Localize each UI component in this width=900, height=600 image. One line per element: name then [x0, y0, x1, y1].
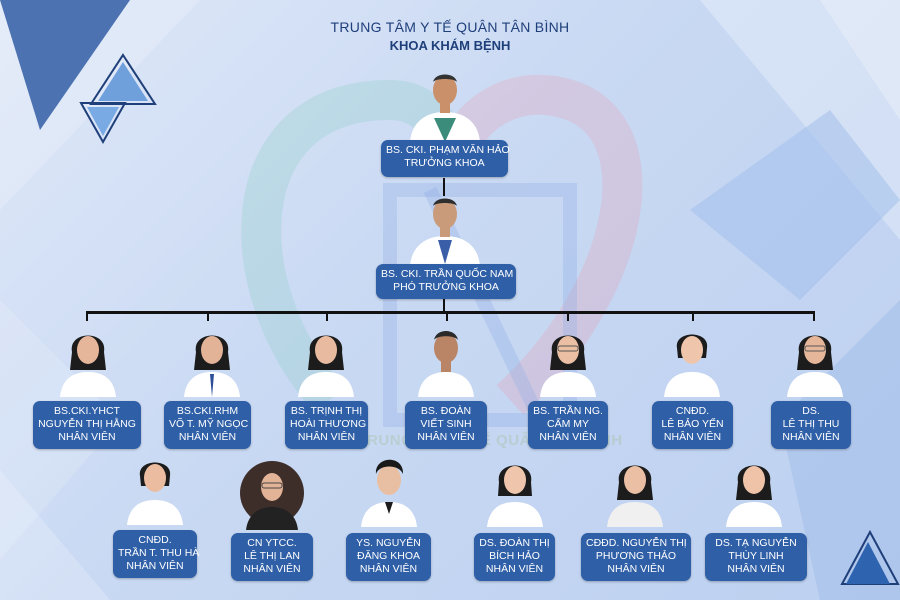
staff-title: BS. ĐOÀN: [420, 405, 472, 417]
staff-role: NHÂN VIÊN: [243, 563, 301, 575]
head-name: BS. CKI. PHẠM VĂN HẢO: [386, 144, 510, 156]
staff-label: CĐĐD. NGUYỄN THỊ PHƯƠNG THẢO NHÂN VIÊN: [581, 533, 691, 581]
staff-title: CĐĐD. NGUYỄN THỊ: [586, 537, 687, 549]
staff-photo: [418, 331, 474, 397]
staff-role: NHÂN VIÊN: [58, 431, 116, 443]
head-role: TRƯỞNG KHOA: [404, 157, 485, 169]
staff-photo: [664, 334, 720, 397]
staff-name: LÊ BẢO YẾN: [661, 418, 724, 430]
staff-photo: [184, 335, 240, 397]
staff-label: BS.CKI.YHCT NGUYỄN THỊ HẰNG NHÂN VIÊN: [33, 401, 141, 449]
center-name: TRUNG TÂM Y TẾ QUÂN TÂN BÌNH: [330, 19, 570, 35]
staff-title: BS. TRẦN NG.: [533, 405, 603, 417]
staff-role: NHÂN VIÊN: [126, 560, 184, 572]
staff-name: LÊ THỊ THU: [782, 418, 840, 430]
staff-name: THÙY LINH: [728, 550, 784, 562]
staff-role: NHÂN VIÊN: [485, 563, 544, 575]
deputy-photo: [410, 198, 480, 266]
deputy-label: BS. CKI. TRẦN QUỐC NAM PHÓ TRƯỞNG KHOA: [376, 264, 516, 299]
connector-drop: [567, 311, 569, 321]
triangle-down-icon: [79, 102, 127, 145]
department-title: KHOA KHÁM BỆNH: [389, 38, 511, 53]
staff-photo: [361, 459, 417, 527]
staff-name: TRẦN T. THU HÀ: [118, 547, 200, 559]
staff-photo: [60, 335, 116, 397]
staff-name: PHƯƠNG THẢO: [595, 550, 677, 562]
head-photo: [410, 74, 480, 142]
staff-photo: [487, 465, 543, 527]
staff-label: BS. ĐOÀN VIẾT SINH NHÂN VIÊN: [405, 401, 487, 449]
staff-role: NHÂN VIÊN: [663, 431, 722, 443]
staff-label: YS. NGUYỄN ĐĂNG KHOA NHÂN VIÊN: [346, 533, 431, 581]
staff-name: VÕ T. MỸ NGỌC: [169, 418, 249, 430]
staff-role: NHÂN VIÊN: [417, 431, 475, 443]
staff-name: BÍCH HẢO: [489, 550, 540, 562]
staff-title: BS.CKI.YHCT: [54, 405, 120, 417]
staff-title: BS. TRỊNH THỊ: [290, 405, 363, 417]
staff-title: CNĐD.: [138, 534, 172, 546]
staff-label: CNĐD. LÊ BẢO YẾN NHÂN VIÊN: [652, 401, 733, 449]
staff-photo: [298, 335, 354, 397]
connector-drop: [813, 311, 815, 321]
head-label: BS. CKI. PHẠM VĂN HẢO TRƯỞNG KHOA: [381, 140, 510, 177]
staff-label: CN YTCC. LÊ THỊ LAN NHÂN VIÊN: [231, 533, 313, 581]
staff-title: DS. TẠ NGUYỄN: [715, 537, 797, 549]
staff-name: LÊ THỊ LAN: [244, 550, 300, 562]
staff-name: HOÀI THƯƠNG: [290, 418, 367, 430]
connector-head-deputy: [443, 178, 445, 196]
staff-role: NHÂN VIÊN: [297, 431, 356, 443]
connector-drop: [86, 311, 88, 321]
staff-name: NGUYỄN THỊ HẰNG: [38, 418, 136, 430]
connector-drop: [446, 311, 448, 321]
staff-name: VIẾT SINH: [420, 418, 472, 430]
staff-title: DS.: [802, 405, 820, 417]
staff-role: NHÂN VIÊN: [782, 431, 840, 443]
connector-drop: [207, 311, 209, 321]
staff-label: CNĐD. TRẦN T. THU HÀ NHÂN VIÊN: [113, 530, 200, 578]
staff-label: DS. LÊ THỊ THU NHÂN VIÊN: [771, 401, 851, 449]
staff-role: NHÂN VIÊN: [607, 563, 665, 575]
staff-photo: [127, 462, 183, 525]
staff-label: BS.CKI.RHM VÕ T. MỸ NGỌC NHÂN VIÊN: [164, 401, 251, 449]
staff-title: YS. NGUYỄN: [356, 537, 421, 549]
staff-photo: [540, 335, 596, 397]
staff-title: CN YTCC.: [247, 537, 297, 549]
staff-label: BS. TRỊNH THỊ HOÀI THƯƠNG NHÂN VIÊN: [285, 401, 368, 449]
staff-role: NHÂN VIÊN: [539, 431, 597, 443]
staff-title: BS.CKI.RHM: [176, 405, 239, 417]
staff-name: ĐĂNG KHOA: [356, 550, 420, 562]
connector-drop: [692, 311, 694, 321]
staff-label: DS. ĐOÀN THỊ BÍCH HẢO NHÂN VIÊN: [474, 533, 555, 581]
staff-label: DS. TẠ NGUYỄN THÙY LINH NHÂN VIÊN: [705, 533, 807, 581]
staff-photo: [787, 335, 843, 397]
deputy-name: BS. CKI. TRẦN QUỐC NAM: [381, 268, 514, 280]
staff-role: NHÂN VIÊN: [727, 563, 785, 575]
deputy-role: PHÓ TRƯỞNG KHOA: [393, 281, 499, 293]
triangle-corner-icon: [840, 529, 900, 585]
staff-name: CẨM MY: [547, 418, 589, 430]
staff-role: NHÂN VIÊN: [178, 431, 237, 443]
connector-horizontal-bar: [86, 311, 815, 314]
staff-photo: [726, 465, 782, 527]
staff-title: DS. ĐOÀN THỊ: [479, 537, 550, 549]
staff-role: NHÂN VIÊN: [359, 563, 418, 575]
staff-photo: [607, 465, 663, 527]
staff-label: BS. TRẦN NG. CẨM MY NHÂN VIÊN: [528, 401, 608, 449]
connector-drop: [326, 311, 328, 321]
staff-title: CNĐD.: [675, 405, 710, 417]
staff-photo: [240, 461, 304, 530]
connector-deputy-bar: [443, 297, 445, 312]
